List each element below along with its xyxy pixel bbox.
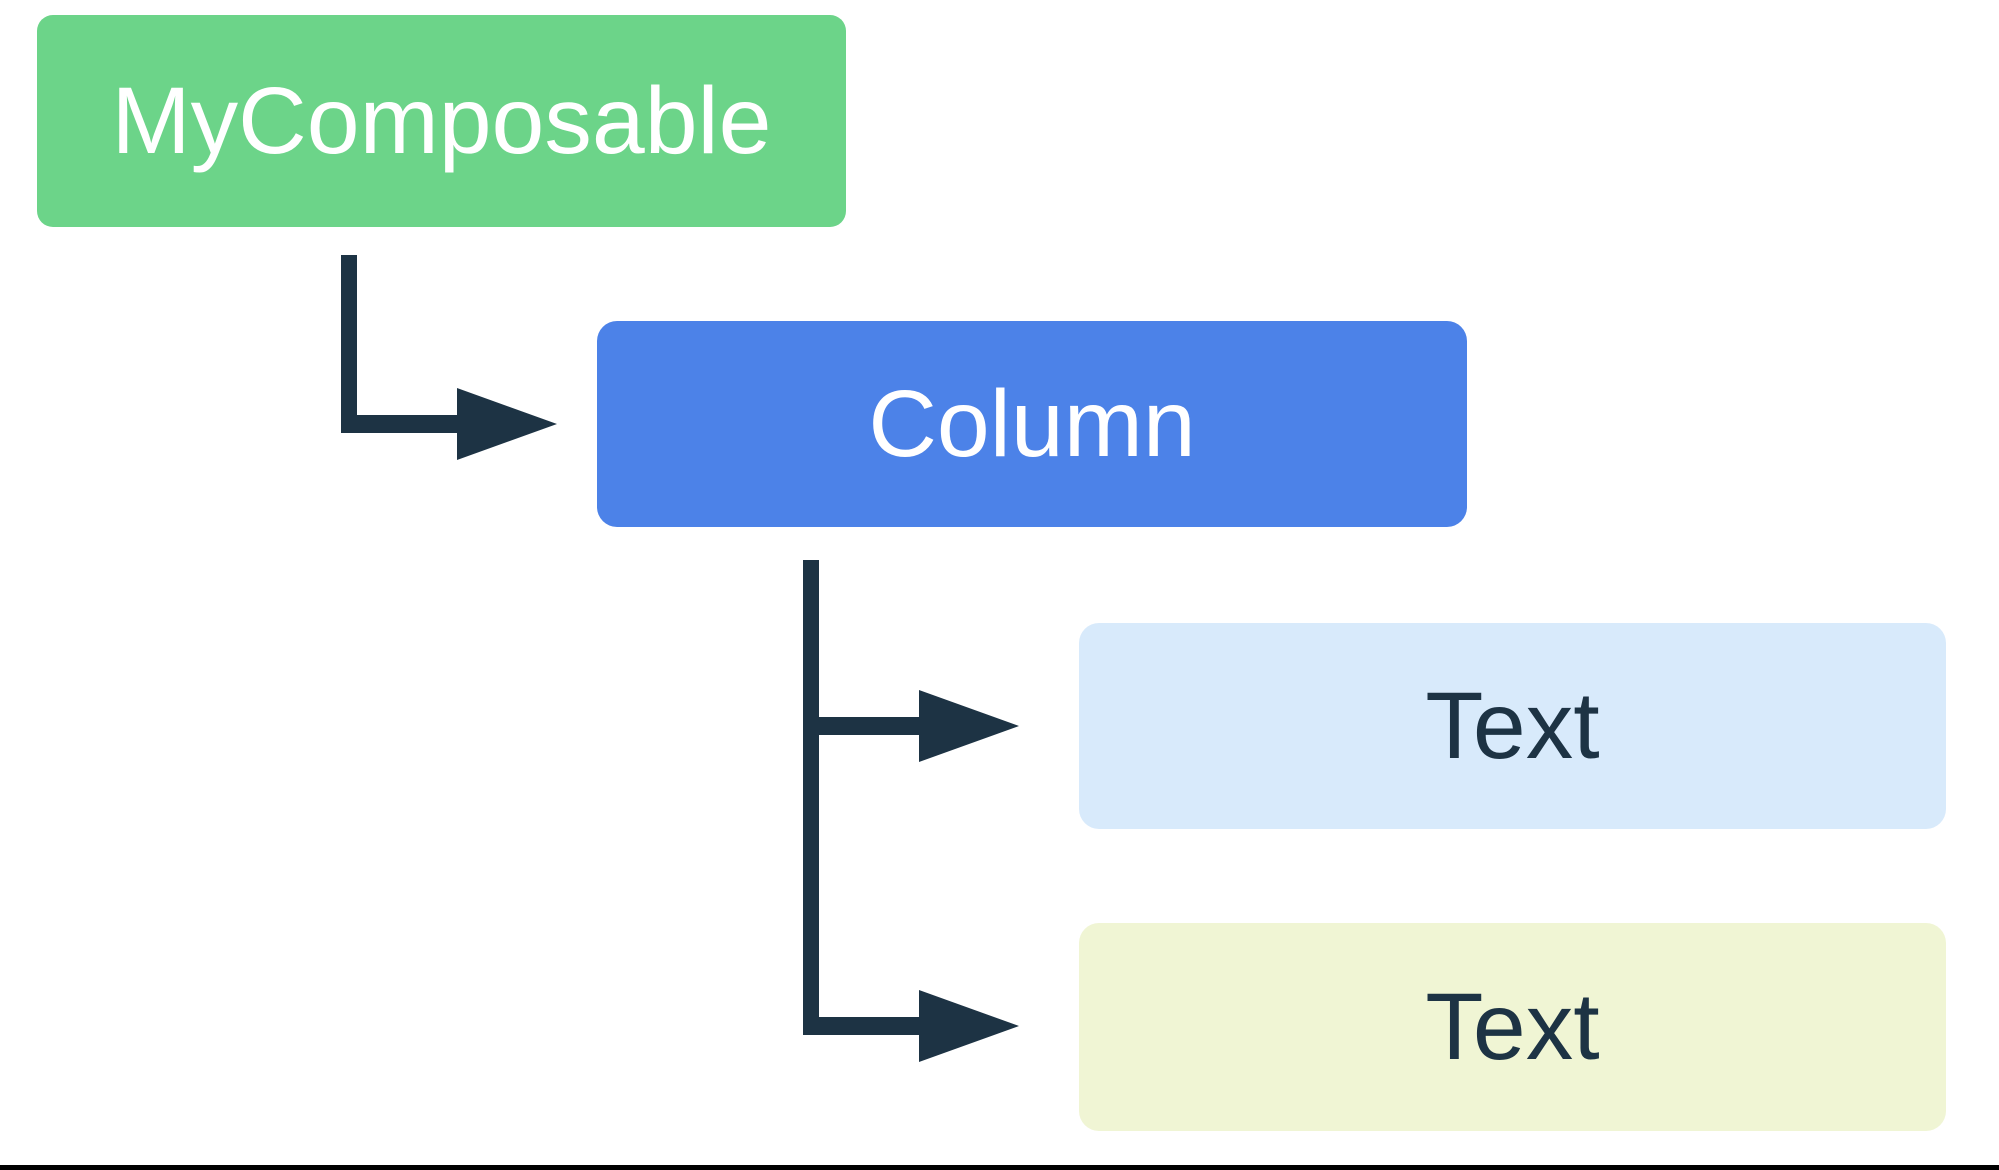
node-column-label: Column (868, 370, 1196, 477)
connector-column-text1-horizontal-line (803, 717, 923, 735)
connector-column-text1-arrowhead-icon (919, 690, 1019, 762)
connector-column-children-vertical-line (803, 560, 819, 1035)
node-column: Column (597, 321, 1467, 527)
connector-column-text2-arrowhead-icon (919, 990, 1019, 1062)
node-mycomposable: MyComposable (37, 15, 846, 227)
node-text-2-label: Text (1425, 973, 1600, 1080)
connector-mycomposable-column-horizontal-line (341, 415, 461, 433)
node-mycomposable-label: MyComposable (111, 67, 772, 174)
bottom-border-rule (0, 1165, 1999, 1170)
connector-mycomposable-column-vertical-line (341, 255, 357, 433)
node-text-2: Text (1079, 923, 1946, 1131)
connector-column-text2-horizontal-line (803, 1017, 923, 1035)
node-text-1-label: Text (1425, 672, 1600, 779)
connector-mycomposable-column-arrowhead-icon (457, 388, 557, 460)
node-text-1: Text (1079, 623, 1946, 829)
